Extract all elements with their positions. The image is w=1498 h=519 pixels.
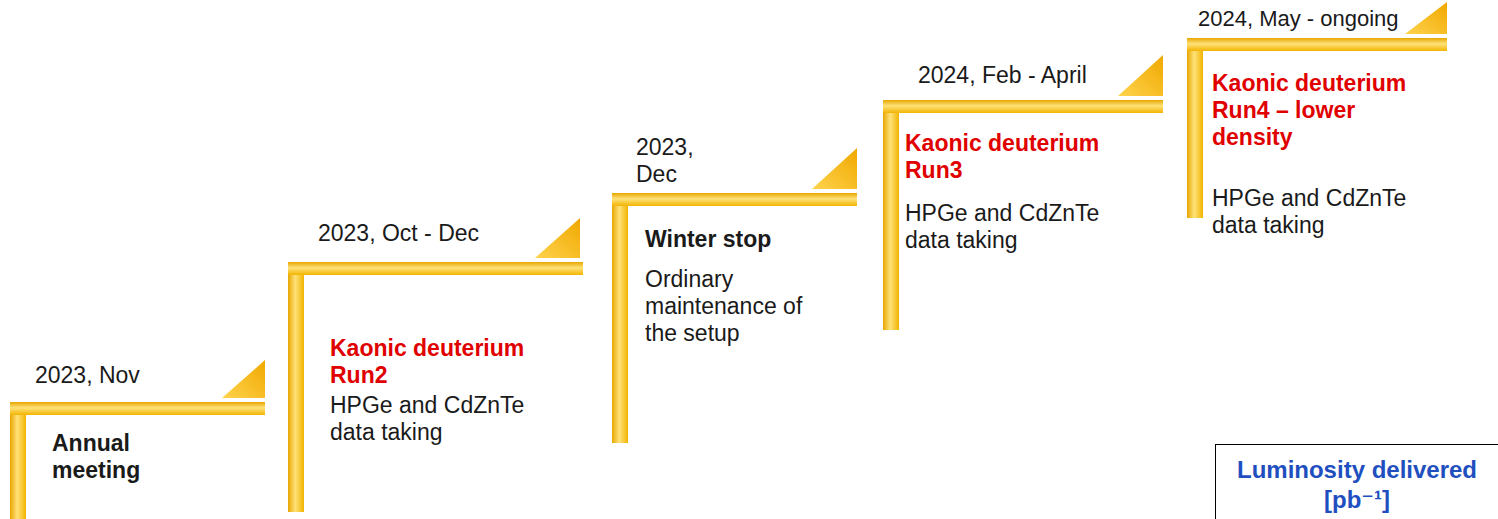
step-text: HPGe and CdZnTe data taking [330, 392, 535, 446]
step-2 [612, 148, 857, 443]
step-text: Kaonic deuterium Run4 – lower density [1212, 70, 1417, 151]
date-label: 2024, Feb - April [918, 62, 1116, 89]
timeline-step: 2023, DecWinter stopOrdinary maintenance… [612, 128, 857, 446]
timeline-step: 2024, Feb - AprilKaonic deuterium Run3HP… [883, 50, 1163, 332]
timeline-step: 2023, Oct - DecKaonic deuterium Run2HPGe… [288, 215, 583, 515]
step-text: HPGe and CdZnTe data taking [905, 200, 1110, 254]
step-text: Winter stop [645, 226, 815, 253]
step-text: Kaonic deuterium Run3 [905, 130, 1110, 184]
date-label: 2023, Dec [636, 134, 714, 188]
step-3 [883, 55, 1163, 330]
legend-box: Luminosity delivered [pb⁻¹] [1215, 444, 1498, 519]
step-text: HPGe and CdZnTe data taking [1212, 185, 1417, 239]
step-text: Luminosity delivered [pb⁻¹] [1217, 455, 1497, 515]
date-label: 2023, Oct - Dec [318, 220, 533, 247]
date-label: 2023, Nov [35, 362, 215, 389]
step-0 [10, 360, 265, 519]
timeline-step: 2023, NovAnnual meeting [10, 358, 270, 519]
date-label: 2024, May - ongoing [1198, 5, 1403, 32]
step-text: Ordinary maintenance of the setup [645, 266, 815, 347]
timeline-step: 2024, May - ongoingKaonic deuterium Run4… [1187, 0, 1449, 262]
step-text: Kaonic deuterium Run2 [330, 335, 535, 389]
step-1 [288, 218, 583, 512]
step-text: Annual meeting [52, 430, 167, 484]
